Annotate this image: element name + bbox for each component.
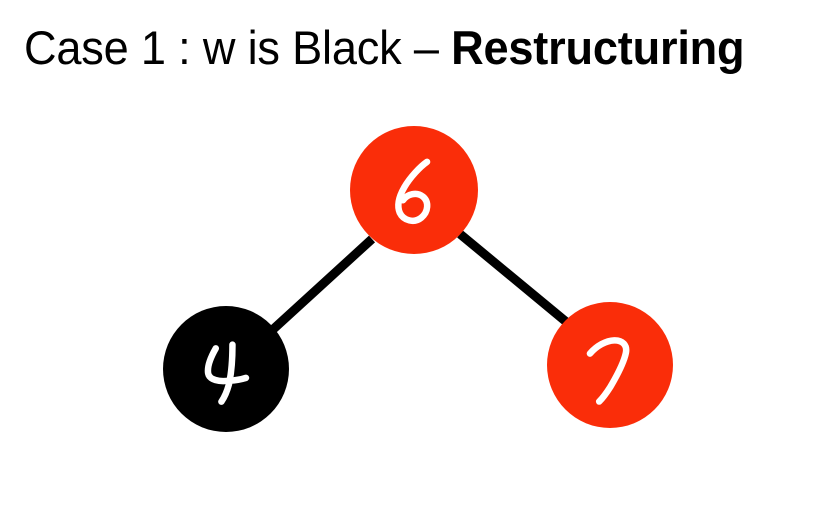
node-right-child-label-7: 7 — [586, 337, 630, 405]
edge-root-to-right-child — [457, 230, 573, 329]
page-title-bold-part: Restructuring — [451, 21, 745, 74]
page-title: Case 1 : w is Black – Restructuring — [24, 17, 782, 79]
edge-root-to-left-child — [264, 235, 376, 338]
tree-node-root-6[interactable]: 6 — [350, 126, 478, 254]
node-left-child-label-4: 4 — [204, 341, 250, 405]
tree-node-left-child-4[interactable]: 4 — [163, 306, 289, 432]
page-title-normal-part: Case 1 : w is Black – — [24, 21, 452, 74]
tree-node-right-child-7[interactable]: 7 — [547, 302, 673, 428]
node-root-label-6: 6 — [395, 158, 431, 225]
